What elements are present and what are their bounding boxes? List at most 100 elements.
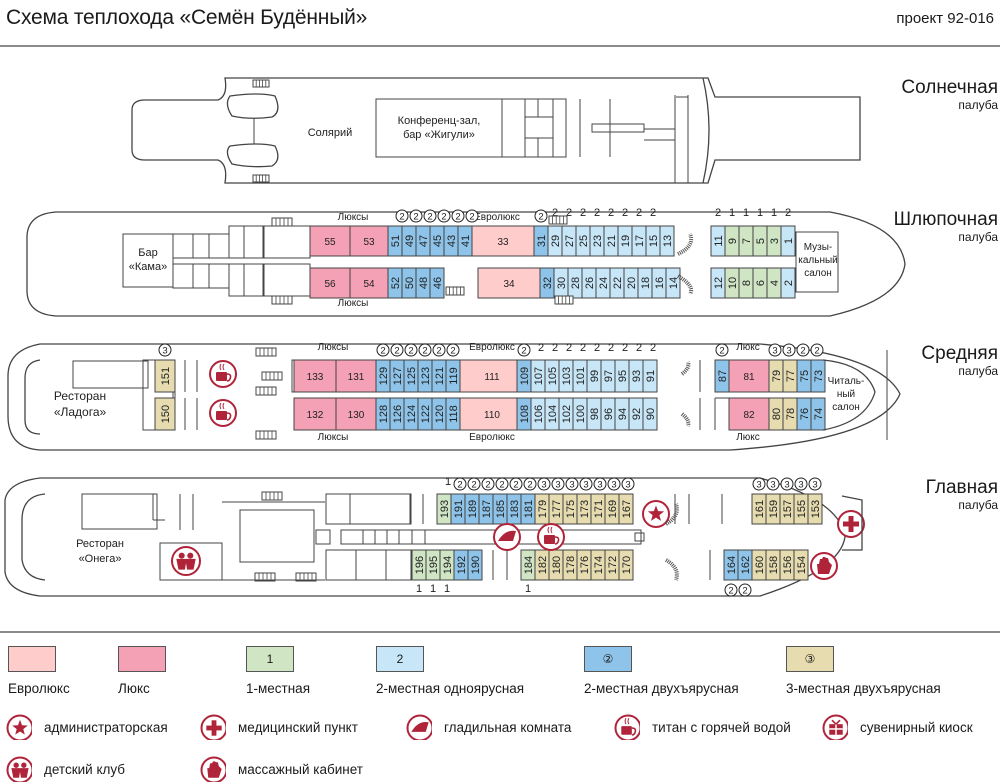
berth-count: 2 [455, 212, 460, 223]
cabin-box [728, 397, 770, 431]
stairs-icon [252, 79, 270, 88]
cabin-number: 109 [519, 367, 531, 385]
berth-count: 1 [757, 207, 763, 219]
berth-marker: 3 [621, 477, 635, 491]
cabin-54: 54 [349, 267, 389, 299]
stairs-frame [445, 286, 465, 296]
gift-icon [822, 714, 848, 740]
cabin-number: 53 [363, 237, 375, 248]
cabin-100: 100 [572, 397, 588, 431]
cabin-number: 23 [592, 235, 604, 247]
cabin-number: 118 [448, 405, 460, 423]
cabin-number: 108 [519, 405, 531, 423]
cabin-75: 75 [796, 359, 812, 393]
cabin-number: 111 [484, 372, 500, 383]
berth-count: 2 [715, 207, 721, 219]
cabin-105: 105 [544, 359, 560, 393]
berth-count: 2 [450, 346, 455, 357]
berth-count: 2 [552, 207, 558, 219]
kid-head [187, 552, 194, 559]
cabin-number: 110 [484, 410, 500, 421]
stairs-frame [254, 572, 276, 582]
berth-count: 3 [772, 346, 777, 357]
berth-count: 2 [380, 346, 385, 357]
cabin-box [349, 267, 389, 299]
cabin-number: 95 [617, 370, 629, 382]
berth-marker: 2 [437, 209, 451, 223]
cabin-151: 151 [154, 359, 176, 393]
cabin-box [642, 359, 658, 393]
cabin-number: 106 [533, 405, 545, 423]
berth-count: 3 [541, 480, 546, 491]
berth-marker: 3 [551, 477, 565, 491]
cross-icon [200, 714, 226, 740]
cabin-27: 27 [561, 225, 577, 257]
cabin-number: 13 [662, 235, 674, 247]
cabin-43: 43 [443, 225, 459, 257]
cabin-box [477, 267, 541, 299]
cabin-14: 14 [665, 267, 681, 299]
berth-count: 1 [729, 207, 735, 219]
cabin-number: 87 [717, 370, 729, 382]
berth-marker: 2 [509, 477, 523, 491]
cabin-number: 154 [796, 556, 808, 574]
hand-icon [810, 552, 838, 580]
cabin-8: 8 [738, 267, 754, 299]
cabin-99: 99 [586, 359, 602, 393]
room-label-restaurant: Ресторан [76, 538, 124, 550]
berth-circle [432, 343, 446, 357]
cabin-number: 54 [363, 279, 375, 290]
cabin-number: 158 [768, 556, 780, 574]
cabin-number: 103 [561, 367, 573, 385]
cabin-number: 31 [536, 235, 548, 247]
label-luxe: Люксы [318, 432, 349, 443]
cabin-160: 160 [751, 549, 767, 581]
cabin-176: 176 [576, 549, 592, 581]
stairs-icon [255, 347, 277, 357]
cabin-box [471, 225, 535, 257]
cabin-number: 128 [378, 405, 390, 423]
cabin-number: 160 [754, 556, 766, 574]
cabin-28: 28 [567, 267, 583, 299]
cabin-box [810, 397, 826, 431]
room-label-solarium: Солярий [308, 127, 353, 139]
berth-marker: 2 [796, 343, 810, 357]
berth-count: 2 [427, 212, 432, 223]
cabin-number: 178 [565, 556, 577, 574]
cabin-78: 78 [782, 397, 798, 431]
cabin-4: 4 [766, 267, 782, 299]
iron-icon [406, 714, 432, 740]
cabin-number: 156 [782, 556, 794, 574]
kids-icon [6, 756, 32, 782]
service [172, 263, 230, 289]
cabin-number: 182 [537, 556, 549, 574]
berth-count: 2 [485, 480, 490, 491]
cabin-number: 126 [392, 405, 404, 423]
cabin-number: 82 [743, 410, 755, 421]
berth-count: 2 [622, 342, 628, 354]
cabin-box [293, 359, 337, 393]
berth-marker: 2 [395, 209, 409, 223]
stairs-icon [445, 286, 465, 296]
cabin-number: 104 [547, 405, 559, 423]
berth-circle [467, 477, 481, 491]
legend-amenity-label: детский клуб [44, 761, 126, 777]
cabin-number: 150 [160, 405, 172, 423]
berth-marker: 2 [465, 209, 479, 223]
cabin-number: 180 [551, 556, 563, 574]
gift-bow [831, 719, 841, 725]
berth-circle [423, 209, 437, 223]
berth-marker: 2 [810, 343, 824, 357]
stairs-icon [255, 386, 277, 396]
stairs-frame [252, 79, 270, 88]
cabin-95: 95 [614, 359, 630, 393]
service [172, 233, 230, 259]
berth-marker: 2 [467, 477, 481, 491]
cup-body [621, 726, 632, 735]
cabin-120: 120 [431, 397, 447, 431]
label-luxe: Люкс [736, 432, 760, 443]
berth-count: 3 [162, 346, 167, 357]
iron-shape [498, 530, 516, 541]
spiral-stairs [680, 412, 691, 427]
legend-amenity-kids: детский клуб [6, 756, 125, 782]
